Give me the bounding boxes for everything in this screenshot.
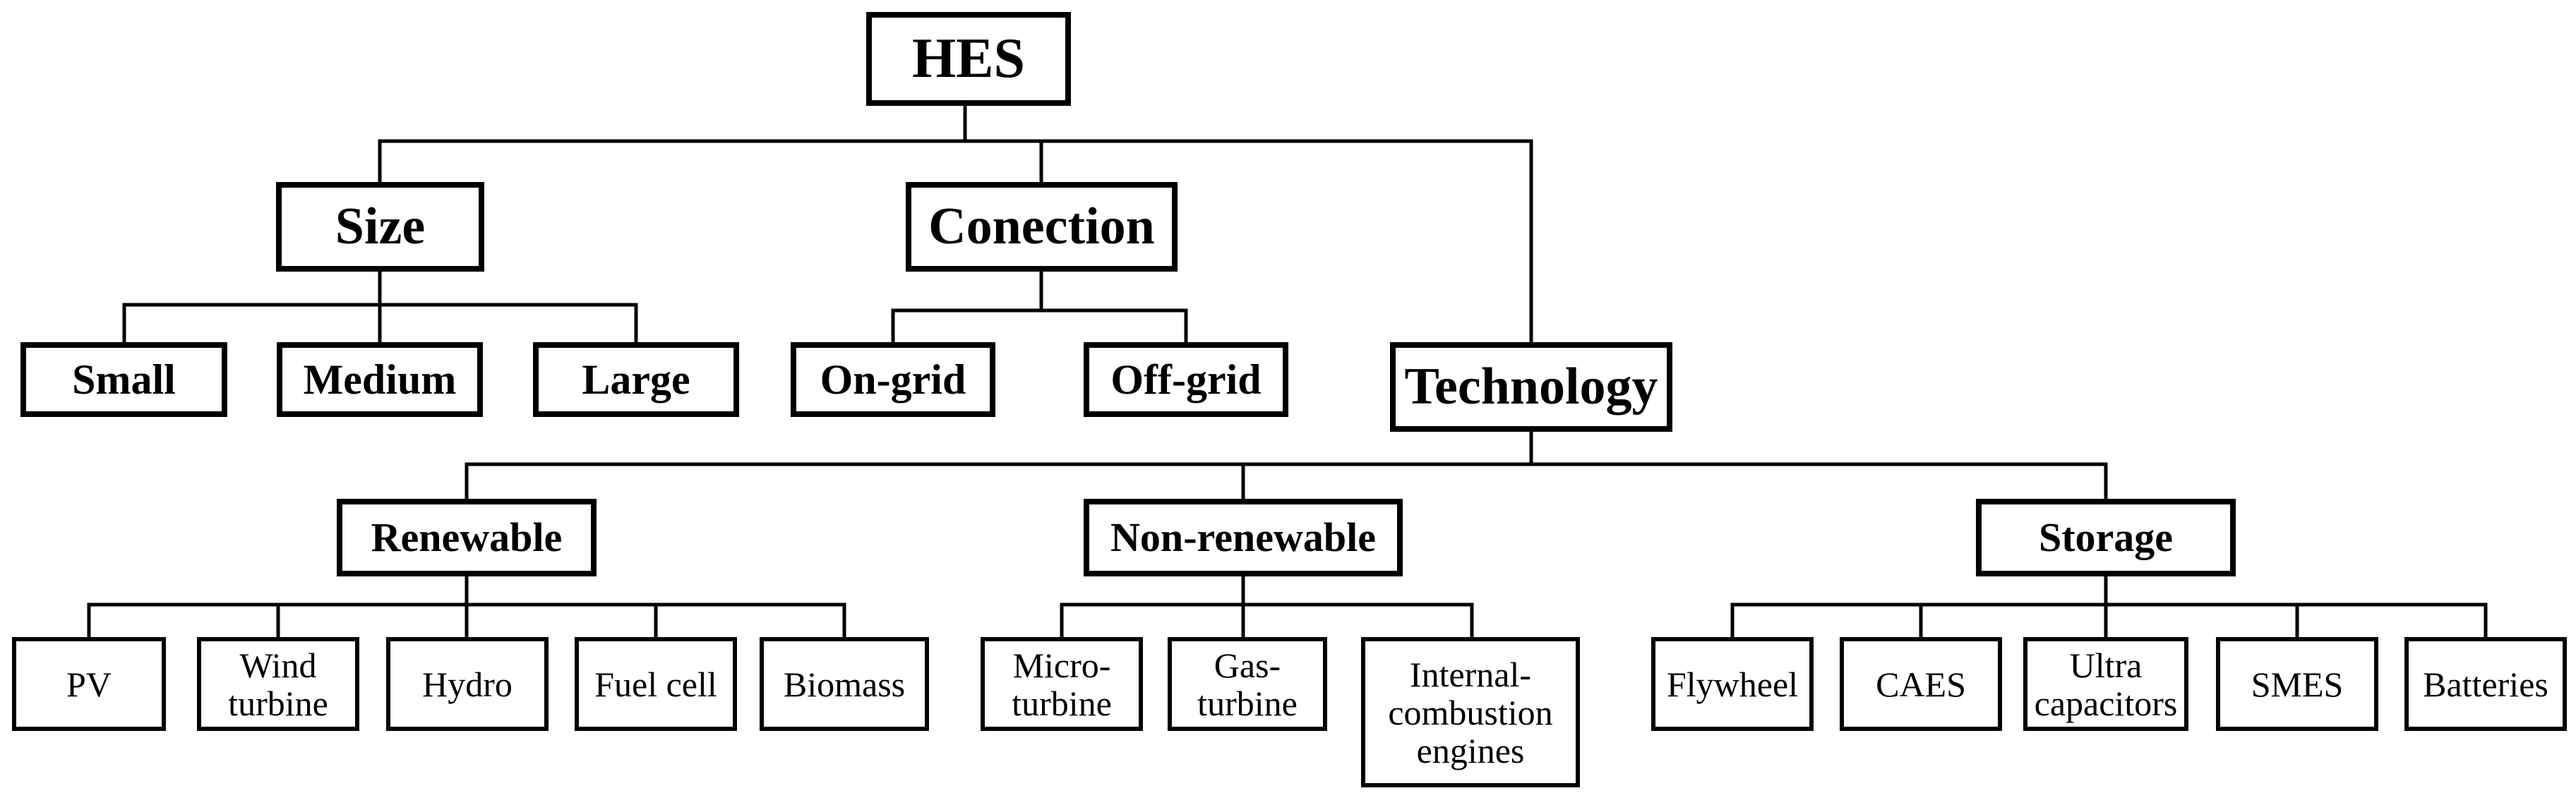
ultra-capacitors-label: Ultra capacitors [2034, 645, 2178, 723]
non-renewable-item-internal-combustion-engines: Internal- combustion engines [1361, 637, 1580, 787]
size-item-medium: Medium [277, 342, 483, 417]
storage-item-caes: CAES [1840, 637, 2002, 731]
size-item-small: Small [20, 342, 227, 417]
renewable-item-biomass: Biomass [760, 637, 929, 731]
technology-node: Technology [1390, 342, 1672, 432]
renewable-node: Renewable [337, 499, 597, 576]
storage-node: Storage [1976, 499, 2236, 576]
storage-item-smes: SMES [2216, 637, 2378, 731]
renewable-item-pv: PV [12, 637, 166, 731]
connection-item-on-grid: On-grid [791, 342, 995, 417]
gas-turbine-label: Gas- turbine [1197, 645, 1298, 723]
size-item-large: Large [533, 342, 739, 417]
connection-item-off-grid: Off-grid [1084, 342, 1288, 417]
renewable-item-hydro: Hydro [386, 637, 549, 731]
size-node: Size [276, 182, 484, 272]
wind-turbine-label: Wind turbine [228, 645, 328, 723]
renewable-item-fuel-cell: Fuel cell [575, 637, 737, 731]
renewable-item-wind-turbine: Wind turbine [197, 637, 359, 731]
non-renewable-item-micro-turbine: Micro- turbine [981, 637, 1143, 731]
internal-combustion-engines-label: Internal- combustion engines [1388, 654, 1553, 770]
storage-item-ultra-capacitors: Ultra capacitors [2023, 637, 2188, 731]
connection-node: Conection [906, 182, 1178, 272]
hes-root-node: HES [866, 12, 1071, 106]
micro-turbine-label: Micro- turbine [1012, 645, 1112, 723]
non-renewable-item-gas-turbine: Gas- turbine [1168, 637, 1327, 731]
non-renewable-node: Non-renewable [1084, 499, 1403, 576]
storage-item-batteries: Batteries [2404, 637, 2567, 731]
storage-item-flywheel: Flywheel [1651, 637, 1814, 731]
